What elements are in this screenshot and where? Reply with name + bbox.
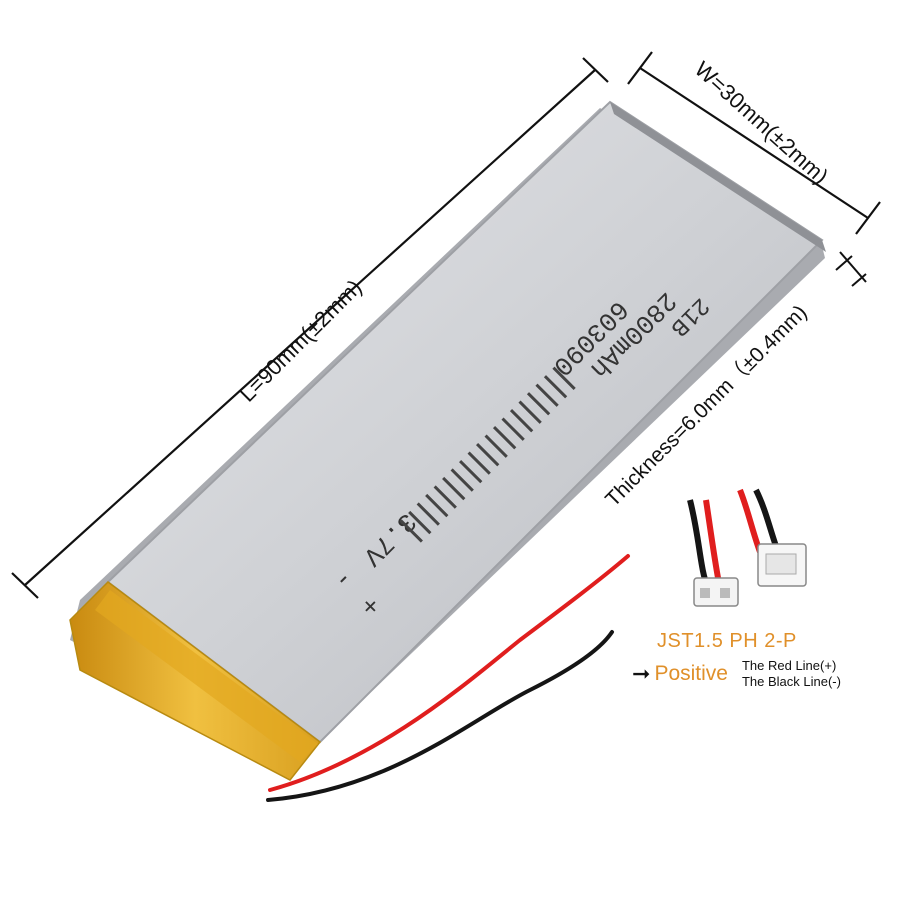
connector-type-label: JST1.5 PH 2-P — [657, 630, 797, 652]
connector-illustration — [687, 488, 807, 607]
positive-label: Positive — [654, 662, 728, 685]
height-mark-icon — [835, 251, 867, 287]
black-line-note: The Black Line(-) — [741, 674, 841, 689]
length-dimension-line — [11, 57, 609, 599]
polarity-row: ➞ Positive The Red Line(+) The Black Lin… — [632, 658, 841, 690]
barcode — [399, 366, 576, 543]
width-dimension-line — [627, 51, 881, 235]
battery-wires — [266, 554, 630, 802]
red-line-note: The Red Line(+) — [741, 658, 837, 673]
wire-notes: The Red Line(+) The Black Line(-) — [742, 658, 841, 690]
battery-body — [69, 100, 826, 781]
arrow-right-icon: ➞ — [632, 661, 651, 686]
